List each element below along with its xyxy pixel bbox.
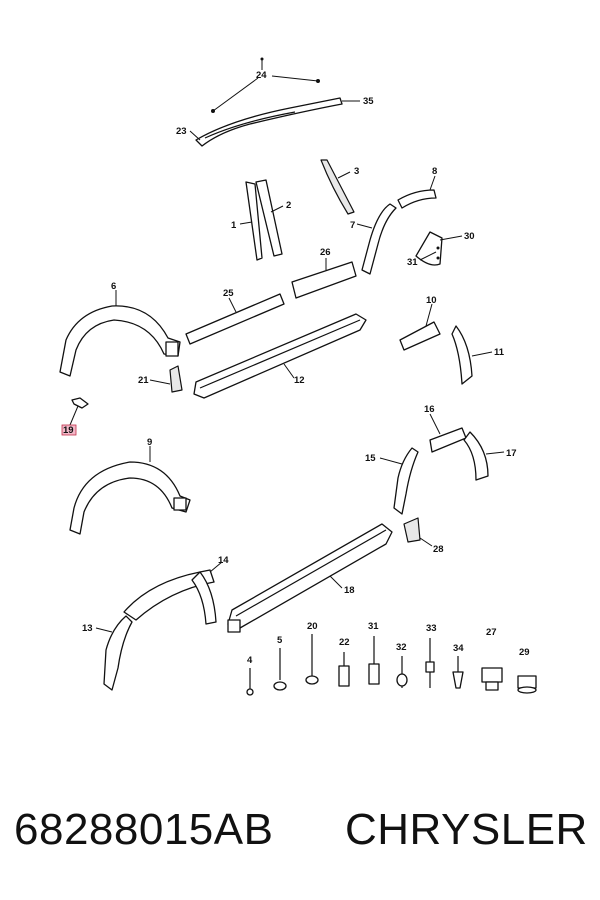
- callout-7: 7: [350, 220, 355, 231]
- roof-rail-part: [195, 57, 343, 147]
- door-molding-lower-part: [185, 293, 285, 345]
- callout-35: 35: [363, 96, 374, 107]
- rocker-molding-part: [227, 523, 393, 633]
- callout-labels: 1 2 3 4 5 6 7 8 9 10 11 12 13 14 15 16 1…: [61, 70, 530, 666]
- callout-30: 30: [464, 231, 475, 242]
- pillar-trim-parts: [245, 179, 283, 261]
- callout-26: 26: [320, 247, 331, 258]
- callout-3: 3: [354, 166, 359, 177]
- mud-guard-part: [403, 517, 421, 543]
- callout-14: 14: [218, 555, 229, 566]
- brand-name: CHRYSLER: [345, 805, 588, 854]
- callout-28: 28: [433, 544, 444, 555]
- footer: 68288015AB CHRYSLER: [0, 800, 600, 870]
- callout-21: 21: [138, 375, 149, 386]
- callout-24: 24: [256, 70, 267, 81]
- window-trim-part: [320, 159, 355, 215]
- fasteners: [246, 634, 537, 696]
- callout-8: 8: [432, 166, 437, 177]
- callout-33: 33: [426, 623, 437, 634]
- callout-17: 17: [506, 448, 517, 459]
- callout-27: 27: [486, 627, 497, 638]
- callout-22: 22: [339, 637, 350, 648]
- bracket-part: [415, 231, 443, 266]
- clip-part: [71, 397, 89, 409]
- callout-19: 19: [63, 425, 74, 436]
- part-number: 68288015AB: [14, 805, 274, 854]
- callout-5: 5: [277, 635, 283, 646]
- rear-flare-lower-parts: [393, 427, 489, 515]
- callout-31b: 31: [368, 621, 379, 632]
- callout-6: 6: [111, 281, 116, 292]
- rear-flare-upper-parts: [361, 189, 437, 275]
- callout-34: 34: [453, 643, 464, 654]
- callout-29: 29: [519, 647, 530, 658]
- callout-15: 15: [365, 453, 376, 464]
- callout-1: 1: [231, 220, 237, 231]
- callout-12: 12: [294, 375, 305, 386]
- callout-16: 16: [424, 404, 435, 415]
- callout-2: 2: [286, 200, 291, 211]
- front-flare-part: [59, 305, 181, 377]
- callout-10: 10: [426, 295, 437, 306]
- fender-flare-front-parts: [103, 569, 217, 691]
- parts-diagram: 1 2 3 4 5 6 7 8 9 10 11 12 13 14 15 16 1…: [59, 57, 537, 696]
- callout-25: 25: [223, 288, 234, 299]
- callout-31a: 31: [407, 257, 418, 268]
- callout-9: 9: [147, 437, 152, 448]
- callout-13: 13: [82, 623, 93, 634]
- callout-18: 18: [344, 585, 355, 596]
- callout-19-highlight: [61, 424, 77, 436]
- small-bracket-part: [169, 365, 183, 393]
- callout-11: 11: [494, 347, 505, 358]
- wheel-flare-part: [69, 461, 191, 535]
- rocker-panel-part: [193, 313, 367, 399]
- callout-20: 20: [307, 621, 318, 632]
- callout-32: 32: [396, 642, 407, 653]
- door-molding-upper-part: [291, 261, 357, 299]
- callout-4: 4: [247, 655, 253, 666]
- quarter-extension-parts: [399, 321, 473, 385]
- callout-23: 23: [176, 126, 187, 137]
